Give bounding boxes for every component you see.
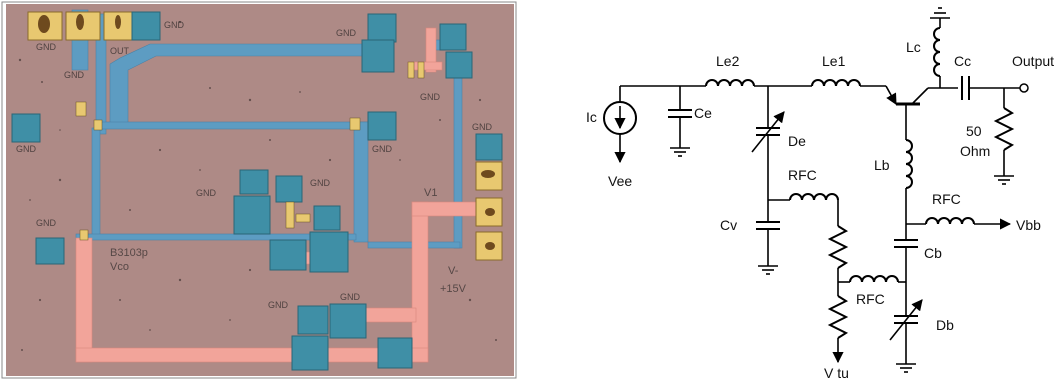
chip-pad-label: GND [472,122,493,132]
capacitor-cv [756,221,780,275]
capacitor-cb [894,239,918,316]
chip-pad-label: OUT [110,46,130,56]
chip-text-mark: Vco [110,261,129,273]
chip-pad-label: GND [340,292,361,302]
transistor [896,87,958,140]
chip-pad-label: GND [64,70,85,80]
label-lb: Lb [874,157,890,173]
chip-micrograph: GND GND OUT GND GND GND GND GND GND GND … [1,1,517,379]
label-rfc3: RFC [856,291,885,307]
varactor-de [751,86,785,222]
label-vtu: V tu [824,365,849,380]
probe-mark [115,15,121,29]
pad [275,175,303,203]
label-cc: Cc [954,53,971,69]
label-le1: Le1 [822,53,846,69]
label-de: De [788,133,806,149]
label-ic: Ic [586,109,597,125]
pad [297,305,329,335]
chip-text-mark: B3103p [110,247,148,259]
chip-small-features [75,61,425,241]
inductor-lc [930,7,950,88]
pad [377,337,413,369]
label-vbb: Vbb [1016,217,1041,233]
chip-text-v1: V1 [424,187,437,199]
chip-pad-label: GND [164,20,185,30]
chip-pad-label: GND [372,144,393,154]
pad [35,237,65,265]
chip-pad-label: GND [36,218,57,228]
label-le2: Le2 [716,53,740,69]
label-cb: Cb [924,245,942,261]
pad [367,111,397,141]
label-rfc1: RFC [788,167,817,183]
current-source-ic [603,86,637,164]
chip-specks [18,20,497,351]
chip-text-v2: V- [448,265,459,277]
label-vee: Vee [608,173,632,189]
chip-text-v3: +15V [440,283,467,295]
label-cv: Cv [720,217,737,233]
resistor-load [993,88,1015,185]
chip-pad-label: GND [36,42,57,52]
pad [475,133,503,161]
label-lc: Lc [906,39,921,55]
pad [329,303,367,339]
label-ohm: Ohm [960,143,990,159]
probe-mark [481,170,495,178]
chip-pad-label: GND [16,144,37,154]
pad [309,231,349,273]
pad [233,195,271,235]
inductor-rfc2 [925,217,975,225]
inductor-rfc1 [789,193,839,201]
pad [361,39,395,73]
pad [269,239,307,271]
capacitor-ce [668,86,692,157]
pad [239,169,269,195]
schematic: Ic Vee Ce Le2 Le1 [586,7,1054,380]
inductor-le2 [705,79,755,87]
varactor-db [889,299,923,373]
inductor-le1 [811,79,861,87]
pad [367,13,397,43]
label-ce: Ce [694,105,712,121]
output-terminal [1019,83,1029,93]
wire-emitter [885,85,897,105]
label-r50: 50 [966,123,982,139]
pad [313,205,341,231]
pad [131,11,161,41]
chip-labels: GND GND OUT GND GND GND GND GND GND GND … [16,20,493,310]
pad [439,23,467,51]
probe-mark [38,15,50,33]
capacitor-cc [961,76,1020,100]
label-rfc2: RFC [932,191,961,207]
chip-pad-label: GND [336,28,357,38]
pad-gold [475,197,503,227]
pad [11,113,41,143]
bond-pads [11,11,503,371]
chip-pad-label: GND [268,300,289,310]
label-db: Db [936,317,954,333]
inductor-rfc3 [849,275,899,283]
probe-mark [485,208,495,216]
inductor-lb [905,139,913,189]
probe-mark [485,242,495,250]
probe-mark [76,14,84,30]
chip-pad-label: GND [196,188,217,198]
resistor-tune-1 [827,225,849,269]
resistor-tune-2 [827,295,849,339]
chip-pad-label: GND [420,92,441,102]
pad [291,335,329,371]
chip-pad-label: GND [310,178,331,188]
label-output: Output [1012,53,1054,69]
pad [445,51,473,79]
